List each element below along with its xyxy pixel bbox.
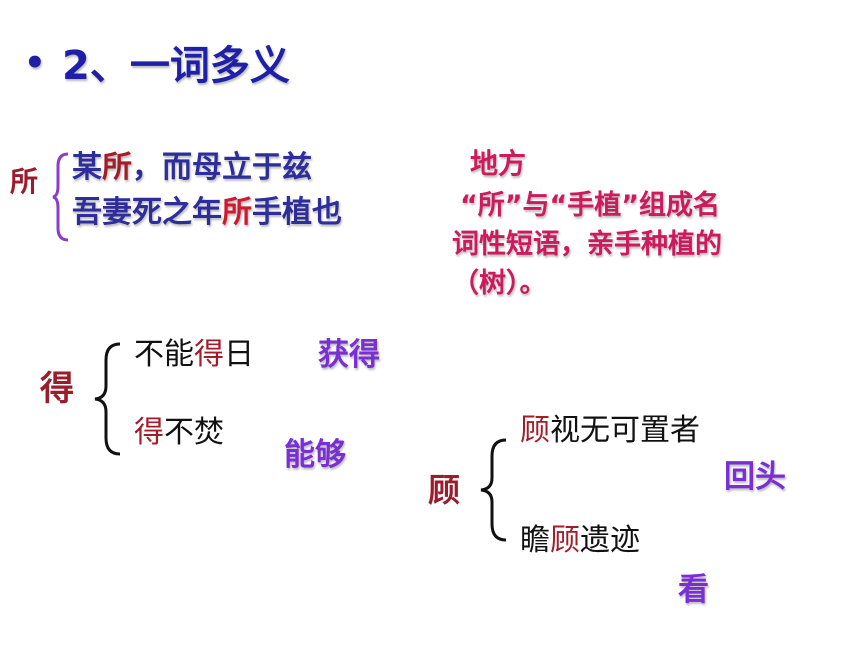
sentence-gu-1: 顾视无可置者 (520, 416, 700, 446)
meaning-suo-1: 地方 (470, 147, 527, 180)
sentence-de-1: 不能得日 (134, 340, 254, 370)
meaning-gu-2: 看 (678, 572, 709, 608)
meaning-suo-2-line-2: 词性短语，亲手种植的 (452, 229, 722, 260)
word-de: 得 (40, 369, 74, 409)
sentence-suo-2-pre: 吾妻死之年 (72, 195, 222, 230)
sentence-suo-1-keyword: 所 (102, 150, 132, 185)
brace-gu (480, 438, 507, 542)
sentence-suo-2-post: 手植也 (252, 195, 342, 230)
meaning-de-1: 获得 (318, 337, 380, 373)
sentence-suo-2: 吾妻死之年所手植也 (72, 198, 342, 228)
sentence-de-1-post: 日 (224, 337, 254, 372)
sentence-de-2-keyword: 得 (134, 415, 164, 450)
sentence-de-1-keyword: 得 (194, 337, 224, 372)
sentence-de-2-post: 不焚 (164, 415, 224, 450)
sentence-gu-2: 瞻顾遗迹 (520, 526, 640, 556)
meaning-gu-1: 回头 (724, 459, 786, 495)
sentence-de-2: 得不焚 (134, 418, 224, 448)
sentence-gu-1-keyword: 顾 (520, 413, 550, 448)
sentence-suo-1-pre: 某 (72, 150, 102, 185)
sentence-de-1-pre: 不能 (134, 337, 194, 372)
sentence-gu-1-post: 视无可置者 (550, 413, 700, 448)
word-gu: 顾 (428, 471, 461, 509)
sentence-suo-1-post: ，而母立于兹 (132, 150, 312, 185)
sentence-gu-2-pre: 瞻 (520, 523, 550, 558)
brace-suo (52, 152, 69, 242)
word-suo: 所 (10, 165, 39, 198)
meaning-de-2: 能够 (284, 437, 346, 473)
sentence-suo-2-keyword: 所 (222, 195, 252, 230)
sentence-gu-2-keyword: 顾 (550, 523, 580, 558)
meaning-suo-2-line-3: （树）。 (452, 268, 547, 299)
bullet-dot: • (24, 43, 46, 83)
page-title: 2、一词多义 (62, 43, 290, 89)
meaning-suo-2-line-1: “所”与“手植”组成名 (460, 190, 720, 221)
sentence-gu-2-post: 遗迹 (580, 523, 640, 558)
brace-de (94, 342, 121, 456)
sentence-suo-1: 某所，而母立于兹 (72, 153, 312, 183)
